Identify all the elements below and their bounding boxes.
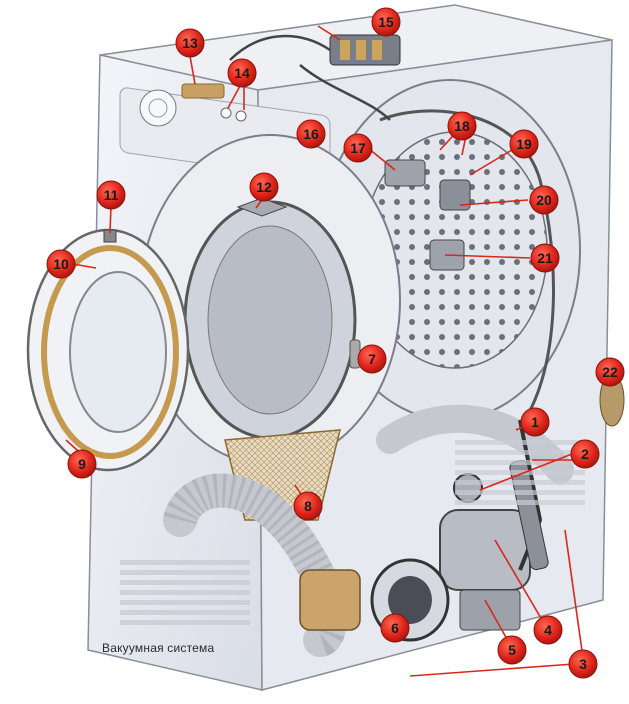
callout-13: 13 — [175, 28, 205, 58]
callout-number: 20 — [536, 192, 552, 208]
callout-badge-circle — [67, 449, 97, 479]
callout-15: 15 — [371, 7, 401, 37]
callout-badge-circle — [293, 491, 323, 521]
callout-number: 7 — [368, 351, 376, 367]
callout-3: 3 — [568, 649, 598, 679]
callout-9: 9 — [67, 449, 97, 479]
callout-19: 19 — [509, 129, 539, 159]
callout-2: 2 — [570, 439, 600, 469]
callout-badge-circle — [533, 615, 563, 645]
callout-badge-circle — [497, 635, 527, 665]
callout-number: 19 — [516, 136, 532, 152]
callout-badge-circle — [175, 28, 205, 58]
callout-6: 6 — [380, 613, 410, 643]
callout-badge-circle — [96, 180, 126, 210]
callout-badge-circle — [509, 129, 539, 159]
callout-11: 11 — [96, 180, 126, 210]
callout-number: 5 — [508, 642, 516, 658]
door-glass — [69, 271, 167, 433]
callout-number: 18 — [454, 118, 470, 134]
callout-badge-circle — [568, 649, 598, 679]
indicator-light-1 — [220, 107, 232, 119]
callout-number: 13 — [182, 35, 198, 51]
callout-number: 6 — [391, 620, 399, 636]
callout-badge-circle — [530, 243, 560, 273]
callout-number: 4 — [544, 622, 552, 638]
callout-number: 1 — [531, 414, 539, 430]
callout-number: 16 — [303, 126, 319, 142]
callout-14: 14 — [227, 58, 257, 88]
callout-number: 22 — [602, 364, 618, 380]
callout-number: 9 — [78, 456, 86, 472]
fan-housing — [299, 569, 361, 631]
callout-8: 8 — [293, 491, 323, 521]
callout-22: 22 — [595, 357, 625, 387]
callout-number: 2 — [581, 446, 589, 462]
callout-badge-circle — [520, 407, 550, 437]
callout-badge-circle — [357, 344, 387, 374]
control-display — [181, 83, 225, 99]
callout-7: 7 — [357, 344, 387, 374]
callout-badge-circle — [249, 172, 279, 202]
callout-badge-circle — [227, 58, 257, 88]
callout-number: 15 — [378, 14, 394, 30]
drum-rear-wall — [319, 79, 581, 421]
terminal-block — [229, 34, 401, 121]
callout-badge-circle — [380, 613, 410, 643]
callout-12: 12 — [249, 172, 279, 202]
thermostat-bracket — [384, 159, 426, 187]
loading-door — [26, 228, 190, 472]
program-knob — [139, 89, 177, 127]
figure-caption: Вакуумная система — [102, 641, 215, 655]
callout-number: 3 — [579, 656, 587, 672]
callout-10: 10 — [46, 249, 76, 279]
callout-badge-circle — [371, 7, 401, 37]
callout-21: 21 — [530, 243, 560, 273]
callout-badge-circle — [343, 133, 373, 163]
callout-badge-circle — [46, 249, 76, 279]
callout-number: 21 — [537, 250, 553, 266]
door-latch — [236, 197, 288, 217]
callout-badge-circle — [296, 119, 326, 149]
callout-badge-circle — [529, 185, 559, 215]
leader-lines — [65, 25, 584, 677]
callout-17: 17 — [343, 133, 373, 163]
callout-20: 20 — [529, 185, 559, 215]
callout-number: 17 — [350, 140, 366, 156]
callout-5: 5 — [497, 635, 527, 665]
heater-wire — [379, 109, 556, 421]
callout-18: 18 — [447, 111, 477, 141]
callout-number: 12 — [256, 179, 272, 195]
callout-badge-circle — [570, 439, 600, 469]
drum-front — [139, 134, 401, 466]
callout-number: 8 — [304, 498, 312, 514]
callout-16: 16 — [296, 119, 326, 149]
indicator-light-2 — [235, 110, 247, 122]
callout-4: 4 — [533, 615, 563, 645]
bottom-vent — [120, 560, 250, 630]
callout-badge-circle — [447, 111, 477, 141]
wiring-harness — [229, 34, 391, 121]
callout-1: 1 — [520, 407, 550, 437]
callout-number: 11 — [104, 187, 119, 203]
callout-badge-circle — [595, 357, 625, 387]
callout-number: 14 — [234, 65, 250, 81]
door-seal — [41, 245, 179, 459]
rear-heater-block — [439, 179, 471, 211]
belt-drive — [453, 419, 585, 571]
callout-number: 10 — [53, 256, 69, 272]
